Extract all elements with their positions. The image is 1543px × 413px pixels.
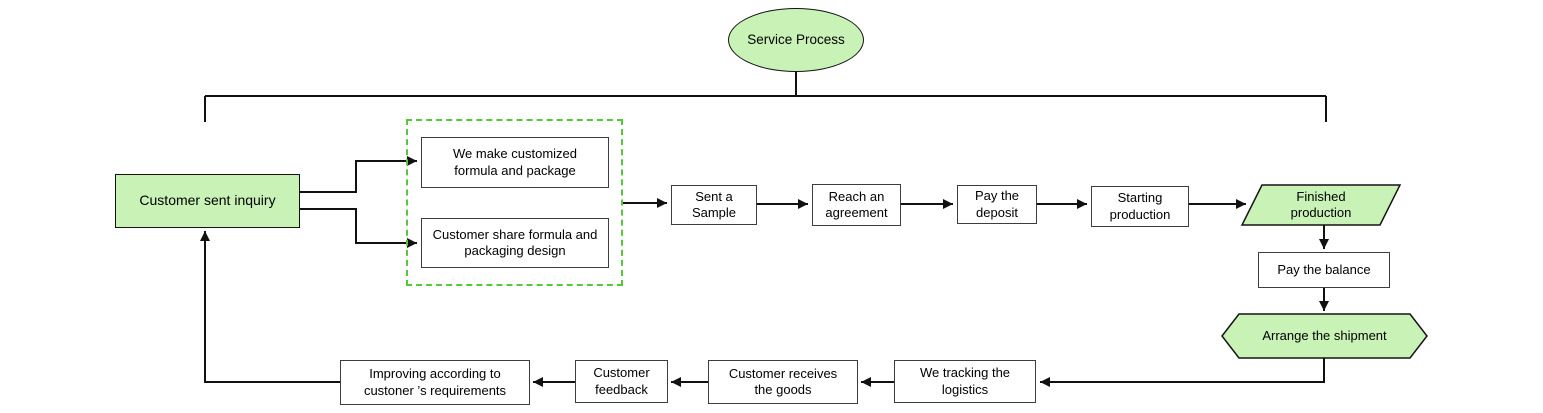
node-label: Improving according to custoner ’s requi… [363,366,507,398]
node-pay-the-deposit: Pay the deposit [957,185,1037,224]
node-label: Pay the deposit [974,188,1020,220]
node-finished-production: Finished production [1248,185,1394,225]
edge-inquiry-to-make-formula [300,156,417,193]
edge-improving-to-inquiry [200,231,340,383]
node-customer-feedback: Customer feedback [575,360,668,403]
finished-production-shape [1240,184,1402,226]
arrange-shipment-shape [1221,313,1428,359]
node-label: Arrange the shipment [1262,327,1387,343]
node-pay-the-balance: Pay the balance [1258,252,1390,288]
node-label: Customer feedback [593,365,650,397]
node-label: Service Process [747,31,845,47]
node-arrange-the-shipment: Arrange the shipment [1222,314,1427,358]
node-label: Pay the balance [1277,261,1371,277]
node-label: Finished production [1290,188,1352,220]
node-customer-receives-the-goods: Customer receives the goods [708,360,858,404]
node-label: Reach an agreement [825,188,888,220]
node-reach-an-agreement: Reach an agreement [812,184,901,226]
node-customer-sent-inquiry: Customer sent inquiry [115,174,300,228]
node-service-process: Service Process [728,8,864,72]
node-sent-a-sample: Sent a Sample [671,185,757,225]
edge-shipment-to-tracking [1040,358,1325,387]
node-label: Customer share formula and packaging des… [432,226,598,258]
node-label: Customer sent inquiry [139,192,276,209]
node-label: Customer receives the goods [728,365,838,397]
edge-inquiry-to-share-formula [300,208,417,248]
node-label: Sent a Sample [691,188,737,220]
node-customer-share-formula: Customer share formula and packaging des… [421,218,609,268]
node-we-tracking-the-logistics: We tracking the logistics [894,360,1036,403]
node-improving-requirements: Improving according to custoner ’s requi… [340,360,530,405]
node-label: Starting production [1109,190,1171,222]
node-starting-production: Starting production [1091,186,1189,227]
node-label: We tracking the logistics [919,365,1011,397]
node-we-make-customized-formula: We make customized formula and package [421,137,609,188]
node-label: We make customized formula and package [452,146,578,178]
formula-options-group [406,119,623,286]
